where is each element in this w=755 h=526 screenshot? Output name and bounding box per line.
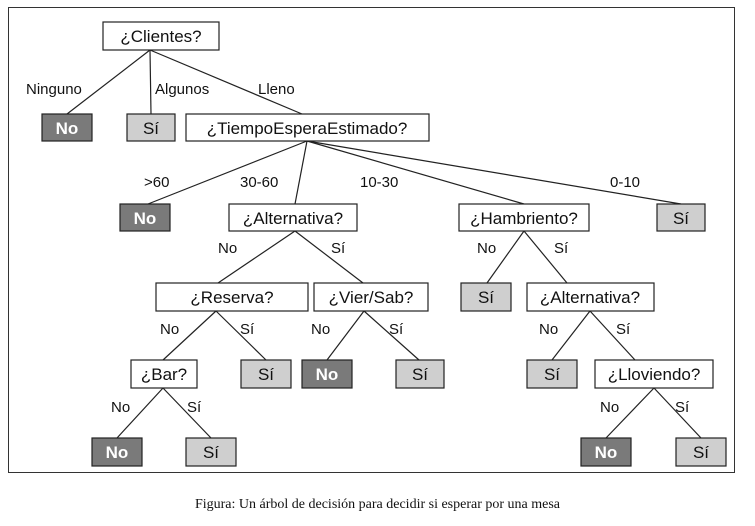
node-box-clientes [102, 21, 220, 51]
edge-label-vs-si: Sí [389, 321, 404, 338]
edge-label-alt2-no: No [539, 321, 558, 338]
leaf-bar-si: Sí [203, 443, 219, 462]
node-alternativa-2: ¿Alternativa? [540, 288, 640, 307]
edge-30-60 [294, 140, 308, 205]
edge-ninguno [66, 49, 151, 115]
edge-label-ninguno: Ninguno [26, 81, 82, 98]
edge-label-ham-si: Sí [554, 240, 569, 257]
leaf-clientes-no: No [56, 119, 79, 138]
edge-label-vs-no: No [311, 321, 330, 338]
leaf-alternativa2-si: Sí [544, 365, 560, 384]
leaf-box-bar-si [185, 437, 237, 467]
leaf-box-alternativa2-si [526, 359, 578, 389]
node-box-lloviendo [594, 359, 714, 389]
leaf-viersab-si: Sí [412, 365, 428, 384]
leaf-clientes-si: Sí [143, 119, 159, 138]
edge-label-alt2-si: Sí [616, 321, 631, 338]
edge-label-llov-no: No [600, 399, 619, 416]
node-alternativa-1: ¿Alternativa? [243, 209, 343, 228]
edge-alt2-si [589, 310, 636, 361]
edge-label-alt1-no: No [218, 240, 237, 257]
leaf-box-reserva-si [240, 359, 292, 389]
edge-alt1-no [217, 230, 296, 284]
edge-alt1-si [294, 230, 364, 284]
node-box-bar [130, 359, 198, 389]
decision-tree-diagram: Ninguno Algunos Lleno >60 30-60 10-30 0-… [26, 21, 727, 467]
leaf-box-viersab-si [395, 359, 445, 389]
leaf-box-viersab-no [301, 359, 353, 389]
edge-res-si [215, 310, 267, 361]
leaf-box-lloviendo-si [675, 437, 727, 467]
leaf-tiempo-si: Sí [673, 209, 689, 228]
diagram-frame [8, 7, 735, 473]
edge-label-alt1-si: Sí [331, 240, 346, 257]
leaf-labels: No Sí No Sí Sí Sí No Sí Sí No Sí No Sí [56, 119, 710, 462]
edge-ham-si [523, 230, 568, 284]
edge-label-ham-no: No [477, 240, 496, 257]
leaf-tiempo-no: No [134, 209, 157, 228]
node-hambriento: ¿Hambriento? [470, 209, 578, 228]
edge-vs-no [326, 310, 365, 361]
edge-alt2-no [551, 310, 591, 361]
edge-bar-no [116, 387, 164, 439]
edge-label-10-30: 10-30 [360, 174, 398, 191]
edge-ham-no [486, 230, 525, 284]
edge-label-bar-si: Sí [187, 399, 202, 416]
node-lloviendo: ¿Lloviendo? [608, 365, 701, 384]
edge-label-algunos: Algunos [155, 81, 209, 98]
leaf-box-clientes-si [126, 113, 176, 142]
node-box-hambriento [458, 203, 590, 232]
edge-vs-si [363, 310, 420, 361]
edge-0-10 [306, 140, 682, 205]
leaf-bar-no: No [106, 443, 129, 462]
edge-res-no [162, 310, 217, 361]
node-box-alternativa-1 [228, 203, 358, 232]
node-box-viersab [313, 282, 429, 312]
edge-llov-si [653, 387, 702, 439]
edge-bar-si [162, 387, 212, 439]
leaf-lloviendo-no: No [595, 443, 618, 462]
leaf-box-tiempo-no [119, 203, 171, 232]
node-tiempo: ¿TiempoEsperaEstimado? [207, 119, 408, 138]
leaf-nodes [41, 113, 727, 467]
figure-caption: Figura: Un árbol de decisión para decidi… [194, 497, 561, 512]
edge-label-res-si: Sí [240, 321, 255, 338]
leaf-lloviendo-si: Sí [693, 443, 709, 462]
node-clientes: ¿Clientes? [120, 27, 201, 46]
leaf-viersab-no: No [316, 365, 339, 384]
edge-label-llov-si: Sí [675, 399, 690, 416]
edge-label-bar-no: No [111, 399, 130, 416]
edge-gt60 [147, 140, 308, 205]
node-bar: ¿Bar? [141, 365, 187, 384]
leaf-box-lloviendo-no [580, 437, 632, 467]
edge-label-gt60: >60 [144, 174, 169, 191]
question-labels: ¿Clientes? ¿TiempoEsperaEstimado? ¿Alter… [120, 27, 700, 384]
edge-label-res-no: No [160, 321, 179, 338]
edge-lleno [149, 49, 303, 115]
node-reserva: ¿Reserva? [190, 288, 273, 307]
leaf-hambriento-si: Sí [478, 288, 494, 307]
leaf-box-tiempo-si [656, 203, 706, 232]
edge-algunos [149, 49, 152, 115]
node-box-reserva [155, 282, 309, 312]
leaf-box-clientes-no [41, 113, 93, 142]
edge-10-30 [306, 140, 525, 205]
question-nodes [102, 21, 714, 389]
edge-llov-no [605, 387, 655, 439]
edge-label-lleno: Lleno [258, 81, 295, 98]
node-box-tiempo [185, 113, 430, 142]
leaf-box-bar-no [91, 437, 143, 467]
node-viersab: ¿Vier/Sab? [329, 288, 414, 307]
leaf-box-hambriento-si [460, 282, 512, 312]
leaf-reserva-si: Sí [258, 365, 274, 384]
tree-edges [66, 49, 702, 439]
edge-labels: Ninguno Algunos Lleno >60 30-60 10-30 0-… [26, 81, 690, 416]
node-box-alternativa-2 [526, 282, 655, 312]
edge-label-0-10: 0-10 [610, 174, 640, 191]
edge-label-30-60: 30-60 [240, 174, 278, 191]
